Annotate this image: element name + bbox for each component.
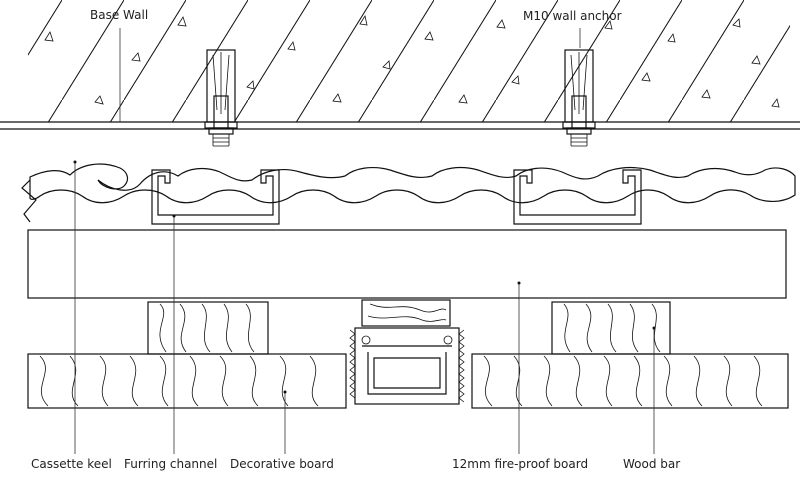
label-base-wall: Base Wall	[90, 8, 148, 22]
joint-clip-profile	[349, 327, 465, 405]
base-wall	[0, 0, 800, 130]
label-furring-channel: Furring channel	[124, 457, 217, 471]
furring-channel-right	[513, 169, 642, 225]
anchor-right	[562, 49, 596, 147]
fireproof-board	[27, 229, 787, 299]
furring-channel-left	[151, 169, 280, 225]
wood-bar-left	[147, 301, 269, 355]
wood-bar-right	[551, 301, 671, 355]
label-fireproof-board: 12mm fire-proof board	[452, 457, 588, 471]
cassette-keel	[21, 163, 796, 223]
leader-lines	[73, 28, 656, 454]
decorative-board-left	[27, 353, 347, 409]
label-wood-bar: Wood bar	[623, 457, 680, 471]
aggregate-marks	[44, 14, 780, 108]
label-cassette-keel: Cassette keel	[31, 457, 112, 471]
label-decorative-board: Decorative board	[230, 457, 334, 471]
wood-bar-center	[361, 299, 451, 327]
anchor-left	[204, 49, 238, 147]
decorative-board-right	[471, 353, 789, 409]
label-wall-anchor: M10 wall anchor	[523, 9, 622, 23]
